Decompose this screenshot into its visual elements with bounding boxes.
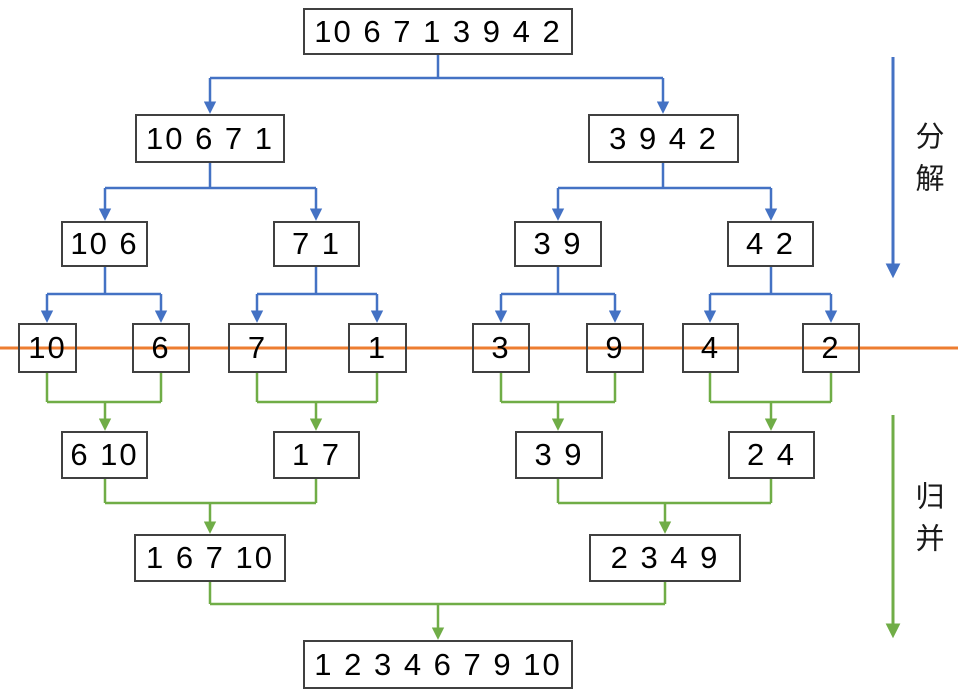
tree-node: 7 1 [273,221,360,267]
tree-node: 1 2 3 4 6 7 9 10 [303,640,573,689]
tree-node: 3 9 4 2 [588,114,739,163]
tree-node: 3 9 [514,221,602,267]
tree-node: 4 [682,323,739,373]
tree-node: 9 [586,323,644,373]
merge-label: 归并 [911,481,943,565]
tree-node: 10 6 7 1 [135,114,285,163]
tree-node: 1 7 [273,431,360,479]
tree-node: 2 [802,323,860,373]
tree-node: 10 [18,323,77,373]
tree-node: 1 6 7 10 [134,534,286,582]
tree-node: 3 9 [515,431,603,479]
decompose-connectors [40,55,838,323]
tree-node: 3 [472,323,530,373]
tree-node: 10 6 [61,221,148,267]
tree-node: 2 4 [728,431,815,479]
tree-node: 1 [348,323,407,373]
tree-node: 4 2 [727,221,814,267]
decompose-label: 分解 [911,121,943,205]
merge-connectors [45,373,833,640]
tree-node: 2 3 4 9 [589,534,741,582]
tree-node: 7 [228,323,287,373]
tree-node: 10 6 7 1 3 9 4 2 [303,8,573,55]
tree-node: 6 10 [61,431,148,479]
tree-node: 6 [132,323,190,373]
